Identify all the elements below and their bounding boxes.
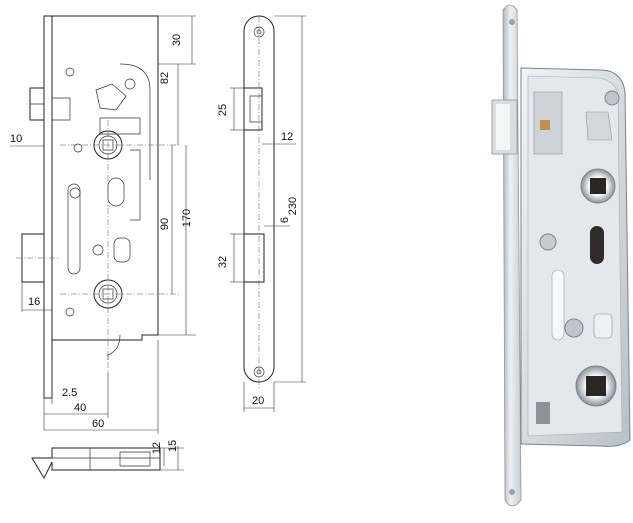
bottom-view-drawing: 12 15 [31, 440, 184, 480]
internal-slot [67, 183, 81, 275]
dim-latch-projection: 10 [10, 133, 22, 145]
dim-backset: 40 [74, 402, 86, 414]
faceplate-side [43, 15, 53, 399]
dim-bottom-large: 15 [167, 440, 179, 452]
product-photo [491, 4, 631, 507]
dim-top-offset: 30 [171, 34, 183, 46]
dim-spindle-to-key: 90 [159, 218, 171, 230]
photo-slot [590, 226, 604, 264]
lock-case-outline [51, 15, 159, 341]
dim-bottom-small: 12 [151, 442, 163, 454]
photo-screw-top [604, 90, 620, 106]
faceplate-view-drawing: 25 12 230 6 32 20 [217, 15, 306, 412]
dim-faceplate-width: 20 [252, 395, 264, 407]
dim-backset-total: 170 [181, 209, 193, 227]
dim-faceplate-length: 230 [287, 197, 299, 215]
dim-bolt-height: 32 [217, 256, 229, 268]
dim-case-depth: 60 [92, 418, 104, 430]
photo-faceplate [502, 4, 522, 507]
front-view-drawing: 30 82 170 90 10 16 2.5 40 60 [10, 15, 196, 434]
photo-follower-square [590, 178, 606, 194]
dim-faceplate-edge: 12 [281, 131, 293, 143]
latch-opening [244, 87, 263, 131]
dim-follower-height: 82 [159, 72, 171, 84]
photo-screw-middle [564, 318, 584, 338]
photo-key-square [586, 376, 606, 396]
dim-latch-height: 25 [217, 104, 229, 116]
dim-faceplate-thickness: 2.5 [62, 387, 77, 399]
dim-bolt-projection: 16 [28, 296, 40, 308]
bolt-opening [243, 233, 265, 283]
case-top-curve [119, 63, 151, 180]
bottom-view-outline [31, 447, 161, 480]
dim-bolt-gap: 6 [279, 217, 291, 223]
